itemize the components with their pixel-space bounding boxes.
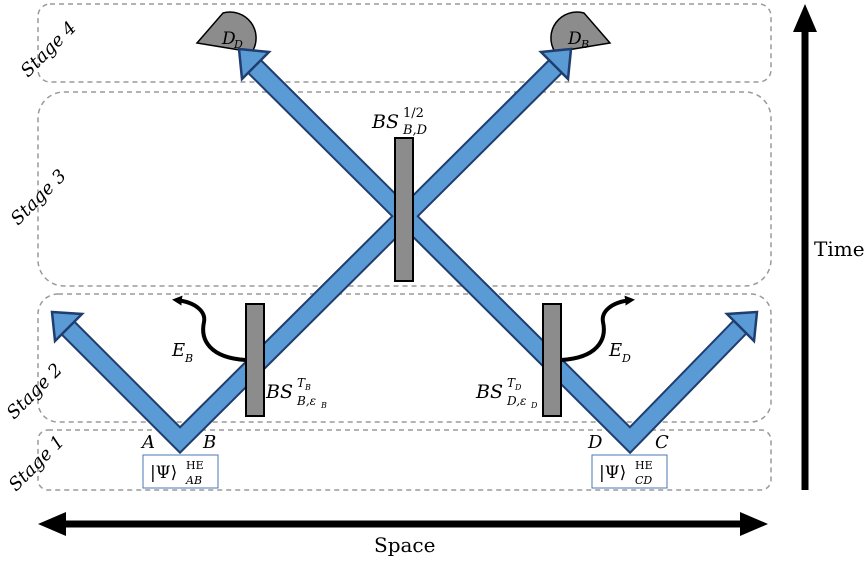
- state-right-sub: CD: [635, 474, 652, 487]
- beam-splitter-left-label: BS: [265, 381, 293, 403]
- beam-splitter-center-sup: 1/2: [403, 106, 424, 121]
- arrowhead-to-detector-b: [538, 47, 573, 82]
- beam-splitter-left: [245, 303, 265, 417]
- state-left: |Ψ⟩ HE AB: [142, 454, 219, 489]
- beam-splitter-center-sub: B,D: [402, 123, 428, 138]
- detector-right: D B: [550, 11, 612, 53]
- beam-splitter-right: [542, 303, 562, 417]
- beam-splitter-right-sub: D,ε: [506, 394, 526, 408]
- beam-splitter-left-sub: B,ε: [296, 394, 316, 408]
- mode-a-label: A: [140, 432, 155, 453]
- detector-left-sub: D: [233, 38, 243, 51]
- stage-1-label: Stage 1: [5, 431, 69, 495]
- detector-left-label: D: [221, 29, 236, 49]
- state-left-sub: AB: [185, 474, 202, 487]
- arrowhead-to-detector-d: [237, 47, 272, 82]
- mode-b-label: B: [202, 432, 216, 453]
- beam-splitter-center-label: BS: [371, 111, 399, 133]
- time-axis: Time: [793, 4, 865, 490]
- mode-d-label: D: [587, 432, 603, 453]
- state-left-sup: HE: [186, 459, 204, 472]
- environment-left-sub: B: [184, 352, 193, 365]
- mode-c-label: C: [655, 432, 669, 453]
- detector-left: D D: [195, 11, 257, 53]
- environment-left-label: E: [171, 340, 185, 361]
- arrowhead-mode-a: [50, 310, 85, 344]
- beam-paths: [57, 54, 750, 455]
- space-axis: Space: [38, 512, 768, 557]
- arrowhead-mode-c: [724, 310, 759, 344]
- detector-right-label: D: [567, 29, 582, 49]
- beam-splitter-center: [394, 137, 414, 282]
- state-right: |Ψ⟩ HE CD: [591, 454, 668, 489]
- beam-splitter-left-sup-sub: B: [304, 383, 311, 392]
- space-axis-label: Space: [374, 533, 435, 557]
- stage-1-box: [37, 429, 772, 491]
- detector-right-sub: B: [580, 38, 589, 51]
- stage-4-box: [37, 3, 772, 83]
- state-left-ket: |Ψ⟩: [150, 463, 177, 483]
- beam-splitter-left-sup: T: [297, 376, 306, 390]
- beam-splitter-right-sup: T: [507, 376, 516, 390]
- stage-2-box: [37, 293, 772, 423]
- environment-arrow-left: [172, 295, 247, 362]
- beam-splitter-right-label: BS: [475, 381, 503, 403]
- environment-right-label: E: [608, 340, 622, 361]
- state-right-ket: |Ψ⟩: [599, 463, 626, 483]
- state-right-sup: HE: [635, 459, 653, 472]
- beam-splitter-right-sub-sub: D: [530, 401, 538, 410]
- beam-splitter-left-sub-sub: B: [320, 401, 327, 410]
- time-axis-label: Time: [814, 237, 865, 261]
- environment-right-sub: D: [621, 352, 631, 365]
- stage-2-label: Stage 2: [3, 359, 67, 423]
- beam-splitter-right-sup-sub: D: [514, 383, 522, 392]
- environment-arrow-right: [560, 295, 635, 362]
- stage-4-label: Stage 4: [17, 17, 81, 81]
- stage-3-box: [37, 91, 772, 287]
